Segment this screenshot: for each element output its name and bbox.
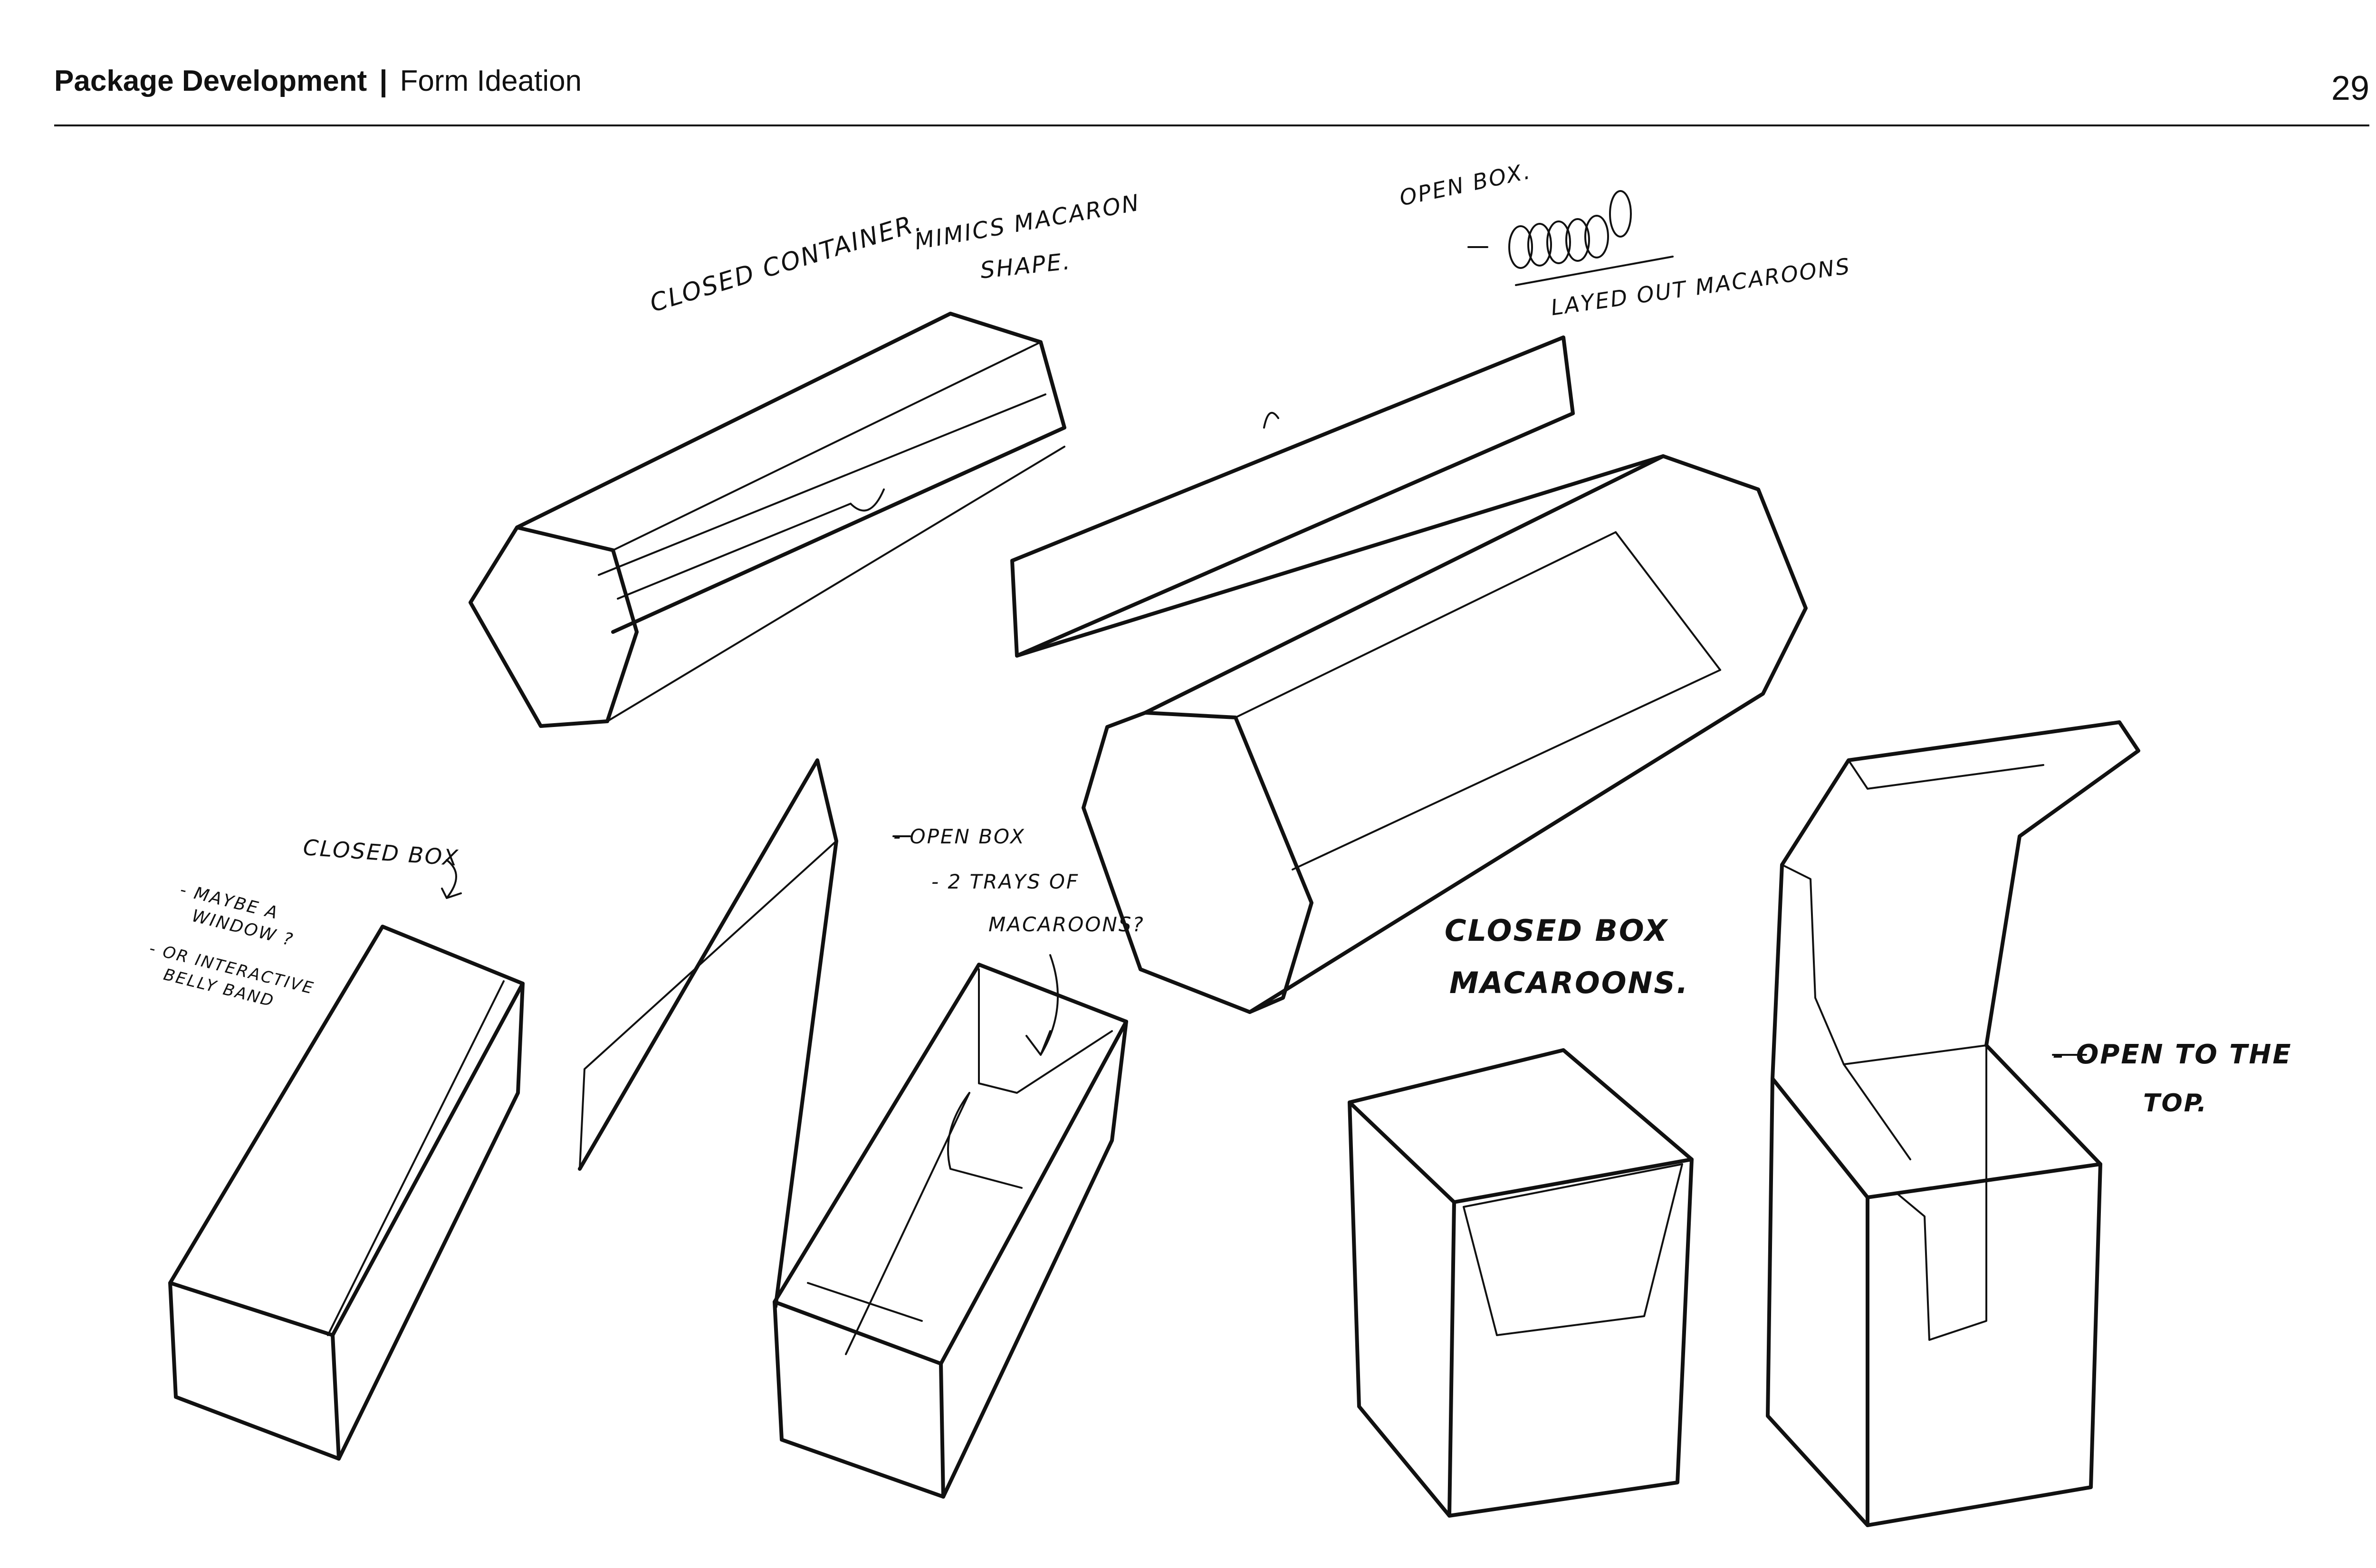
note-open-top-line2: Top. (2143, 1089, 2208, 1118)
note-two-trays-line2: Macaroons? (988, 913, 1145, 936)
note-closed-box-right-line2: Macaroons. (1449, 966, 1689, 1000)
annotation-marks (441, 835, 2087, 1056)
title-separator: | (379, 65, 388, 97)
page-header: Package Development | Form Ideation (54, 67, 582, 96)
header-rule (54, 124, 2369, 126)
closed-cube-box-sketch (1348, 1048, 1694, 1518)
open-top-box-sketch (1766, 720, 2140, 1527)
note-two-trays-line1: - 2 Trays of (931, 870, 1080, 893)
open-tray-box-sketch (578, 758, 1128, 1499)
note-closed-box-right-line1: Closed Box (1445, 913, 1669, 948)
open-octagonal-container-sketch (1010, 335, 1808, 1014)
closed-rectangular-box-sketch (168, 925, 525, 1461)
section-title: Package Development (54, 65, 367, 97)
subsection-title: Form Ideation (400, 65, 582, 97)
closed-octagonal-container-sketch (469, 312, 1066, 728)
macaroon-row-sketch (1467, 190, 1674, 286)
page-number: 29 (2331, 69, 2369, 107)
note-open-box-mid: - Open Box (893, 825, 1025, 848)
note-open-top-line1: - Open to the (2053, 1039, 2292, 1070)
